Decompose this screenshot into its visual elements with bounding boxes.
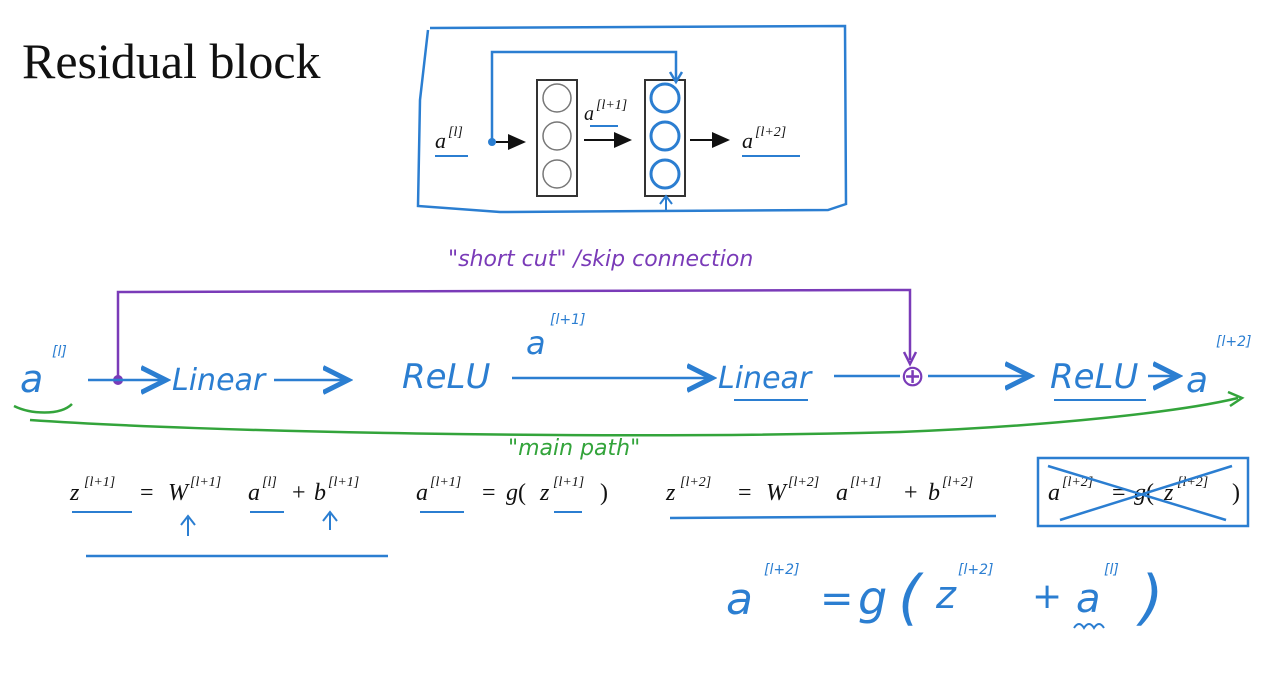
eq1-lhs: z xyxy=(69,480,80,506)
equation-a-l1: a [l+1] = g( z [l+1] ) xyxy=(416,475,608,513)
final-g: g xyxy=(858,571,887,625)
final-a-sup: [l] xyxy=(1104,562,1119,578)
eq1-lhs-sup: [l+1] xyxy=(84,475,115,490)
final-open-paren: ( xyxy=(898,563,924,633)
final-lhs: a xyxy=(726,574,753,625)
relu1-label: ReLU xyxy=(402,357,490,397)
eq4-cross-line-2 xyxy=(1059,464,1233,522)
eq3-lhs-sup: [l+2] xyxy=(680,475,711,490)
eq3-a-sup: [l+1] xyxy=(850,475,881,490)
block-skip-path xyxy=(490,50,678,142)
eq1-w: W xyxy=(168,480,190,506)
eq3-w-sup: [l+2] xyxy=(788,475,819,490)
eq2-equals: = xyxy=(482,480,496,506)
eq4-close-paren: ) xyxy=(1232,480,1240,506)
eq1-b-arrow xyxy=(322,510,338,530)
eq2-z: z xyxy=(539,480,550,506)
final-equals: = xyxy=(820,576,854,622)
eq1-a-sup: [l] xyxy=(262,475,277,490)
main-start-label: a xyxy=(20,357,43,401)
eq1-w-arrow xyxy=(180,514,196,536)
eq3-underline xyxy=(669,514,997,520)
eq4-z-sup: [l+2] xyxy=(1177,475,1208,490)
main-end-sup: [l+2] xyxy=(1216,334,1251,350)
eq2-close-paren: ) xyxy=(600,480,608,506)
block-middle-label: a xyxy=(584,103,594,125)
slide-title: Residual block xyxy=(22,33,321,89)
layer1-unit-1 xyxy=(542,83,572,113)
final-close-paren: ) xyxy=(1136,563,1163,633)
main-skip-path xyxy=(116,288,912,378)
layer2-units xyxy=(649,82,681,190)
eq4-cross-line-1 xyxy=(1047,464,1227,522)
eq1-a: a xyxy=(248,480,260,506)
main-skip-arrowhead xyxy=(902,351,918,367)
layer1-units xyxy=(542,83,572,189)
eq2-g: g( xyxy=(506,480,526,506)
final-z: z xyxy=(935,573,957,617)
eq3-plus: + xyxy=(904,480,918,506)
eq3-a: a xyxy=(836,480,848,506)
layer1-unit-2 xyxy=(542,121,572,151)
relu2-label: ReLU xyxy=(1050,357,1138,397)
block-output-sup: [l+2] xyxy=(755,125,786,140)
block-input-label: a xyxy=(435,128,446,153)
equation-a-l2-crossed: a [l+2] = g( z [l+2] ) xyxy=(1036,456,1250,528)
block-input-sup: [l] xyxy=(448,125,463,140)
layer2-unit-3 xyxy=(649,158,681,190)
highlight-frame xyxy=(416,24,848,214)
final-a-squiggle xyxy=(1073,623,1105,630)
equation-final: a [l+2] = g ( z [l+2] + a [l] ) xyxy=(726,562,1163,633)
final-a: a xyxy=(1076,576,1101,622)
main-path-arrowhead xyxy=(1227,390,1245,408)
main-path-annotation: "main path" xyxy=(508,436,640,461)
eq3-lhs: z xyxy=(665,480,676,506)
eq1-plus: + xyxy=(292,480,306,506)
eq4-box xyxy=(1036,456,1250,528)
plus-node: ⊕ xyxy=(900,359,925,394)
relu1-out-sup: [l+1] xyxy=(550,312,585,328)
main-start-sup: [l] xyxy=(52,344,67,360)
eq3-b-sup: [l+2] xyxy=(942,475,973,490)
linear1-label: Linear xyxy=(172,363,267,398)
final-lhs-sup: [l+2] xyxy=(764,562,799,578)
eq1-b: b xyxy=(314,480,326,506)
block-middle-sup: [l+1] xyxy=(596,98,627,113)
block-output-label: a xyxy=(742,128,753,153)
final-z-sup: [l+2] xyxy=(958,562,993,578)
eq3-equals: = xyxy=(738,480,752,506)
relu1-out-label: a xyxy=(526,324,546,362)
eq4-lhs-sup: [l+2] xyxy=(1062,475,1093,490)
block-skip-arrowhead xyxy=(668,71,684,85)
eq2-lhs-sup: [l+1] xyxy=(430,475,461,490)
shortcut-pointer-arrow xyxy=(659,194,673,212)
main-end-label: a xyxy=(1186,360,1208,401)
layer1-unit-3 xyxy=(542,159,572,189)
eq1-w-sup: [l+1] xyxy=(190,475,221,490)
equation-z-l1: z [l+1] = W [l+1] a [l] + b [l+1] xyxy=(69,475,388,558)
eq4-z: z xyxy=(1163,480,1174,506)
eq2-z-sup: [l+1] xyxy=(553,475,584,490)
eq1-b-sup: [l+1] xyxy=(328,475,359,490)
eq3-b: b xyxy=(928,480,940,506)
eq3-w: W xyxy=(766,480,788,506)
shortcut-annotation: "short cut" /skip connection xyxy=(448,247,753,272)
eq1-equals: = xyxy=(140,480,154,506)
layer2-unit-1 xyxy=(649,82,681,114)
eq2-lhs: a xyxy=(416,480,428,506)
main-path-underline xyxy=(13,396,1239,437)
final-plus: + xyxy=(1032,576,1062,617)
layer2-unit-2 xyxy=(649,120,681,152)
linear2-label: Linear xyxy=(718,361,813,396)
equation-z-l2: z [l+2] = W [l+2] a [l+1] + b [l+2] xyxy=(665,475,997,520)
eq4-lhs: a xyxy=(1048,480,1060,506)
layer1-box xyxy=(536,79,578,197)
